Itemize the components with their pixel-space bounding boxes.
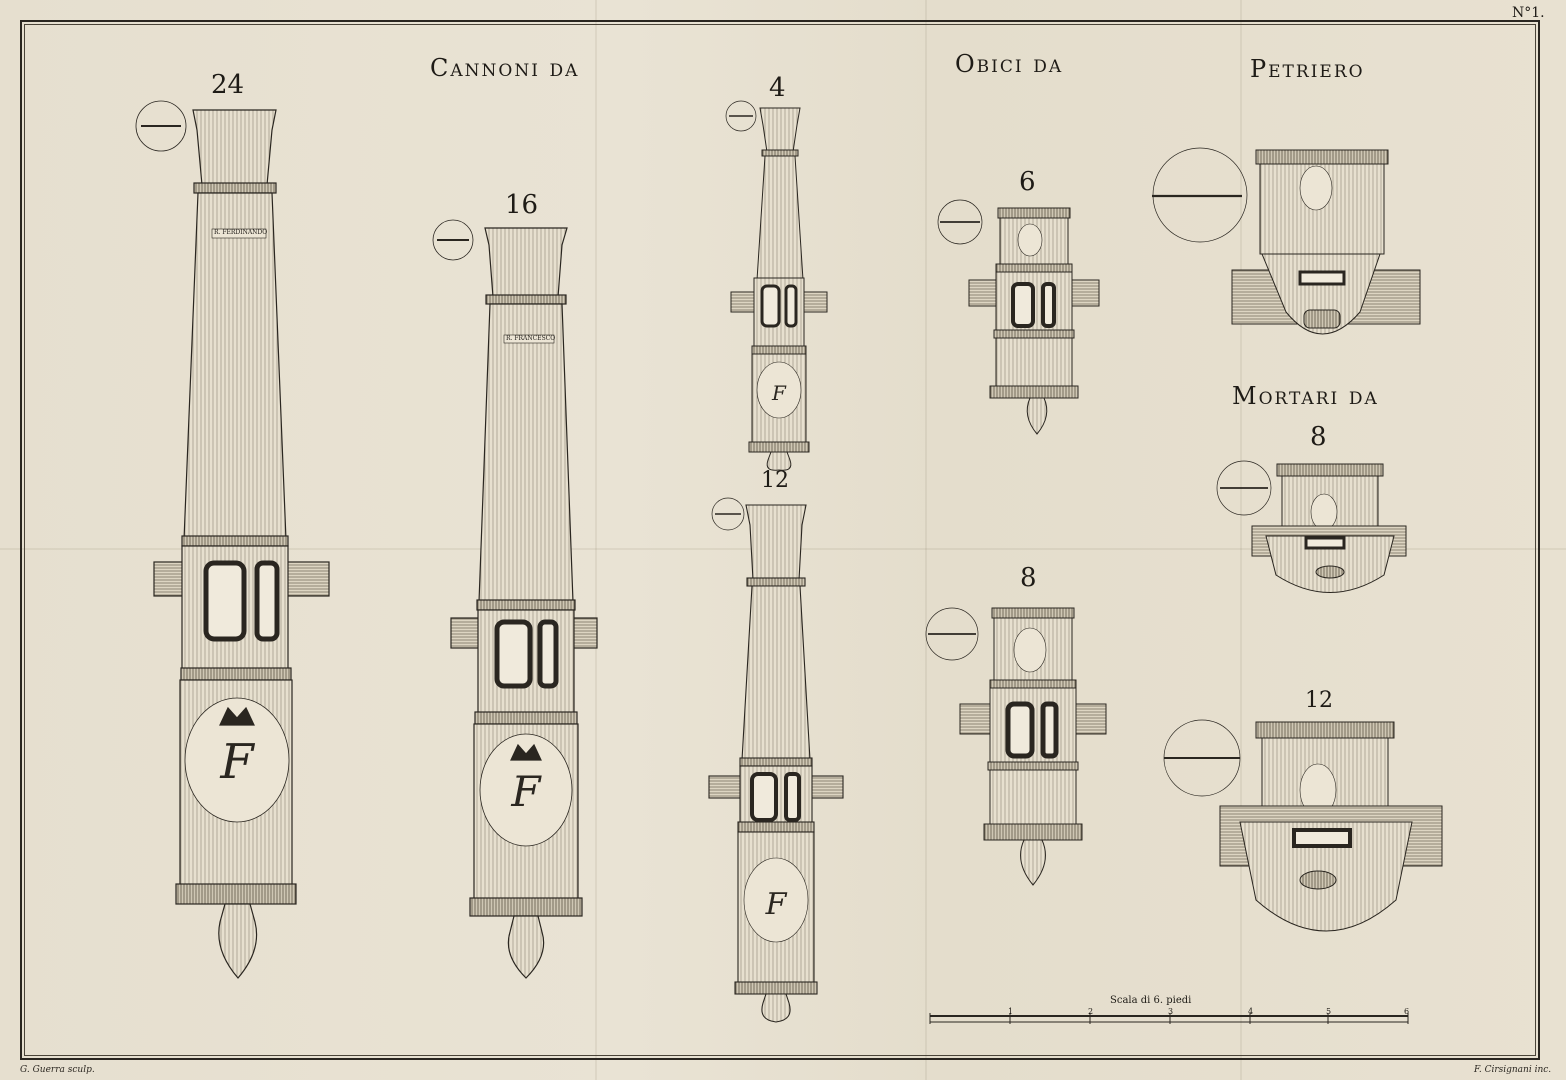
scale-bar — [929, 1013, 1409, 1024]
howitzer-6-drawing — [937, 199, 1100, 435]
scale-tick-6: 6 — [1404, 1007, 1410, 1016]
caliber-label-howitzer-8: 8 — [1020, 563, 1037, 593]
scale-tick-1: 1 — [1008, 1007, 1014, 1016]
caliber-label-cannon-16: 16 — [505, 190, 539, 220]
scale-tick-2: 2 — [1088, 1007, 1094, 1016]
inscription-cannon-16: R. FRANCESCO — [506, 335, 556, 342]
signature-left: G. Guerra sculp. — [20, 1065, 95, 1075]
svg-text:F: F — [510, 767, 542, 816]
cannon-24-drawing: F — [135, 100, 330, 979]
svg-text:F: F — [765, 887, 788, 922]
caliber-label-mortar-12: 12 — [1305, 688, 1333, 713]
mortar-12-drawing — [1163, 719, 1443, 932]
fold-line-vertical-3 — [1240, 0, 1242, 1080]
signature-right: F. Cirsignani inc. — [1474, 1065, 1552, 1075]
heading-mortari: Mortari da — [1232, 382, 1379, 410]
caliber-label-mortar-8: 8 — [1310, 422, 1327, 452]
plate-number: N°1. — [1512, 5, 1545, 21]
fold-line-vertical-1 — [595, 0, 597, 1080]
mortar-8-drawing — [1216, 460, 1407, 593]
inscription-cannon-24: R. FERDINANDO — [214, 229, 268, 236]
heading-cannoni: Cannoni da — [430, 54, 580, 82]
howitzer-8-drawing — [925, 607, 1107, 886]
caliber-label-cannon-24: 24 — [211, 70, 245, 100]
cannon-4-drawing: F — [725, 100, 828, 471]
fold-line-vertical-2 — [925, 0, 927, 1080]
scale-tick-4: 4 — [1248, 1007, 1254, 1016]
svg-text:F: F — [771, 381, 787, 405]
caliber-label-cannon-12: 12 — [761, 468, 789, 493]
plate-border-outer — [20, 20, 1540, 1060]
scale-tick-3: 3 — [1168, 1007, 1174, 1016]
scale-title: Scala di 6. piedi — [1110, 995, 1192, 1006]
plate-border-inner — [24, 24, 1536, 1056]
cannon-16-drawing: F — [432, 219, 598, 979]
scale-tick-5: 5 — [1326, 1007, 1332, 1016]
cannon-12-drawing: F — [708, 497, 844, 1023]
svg-text:F: F — [219, 734, 255, 790]
petriero-drawing — [1152, 147, 1421, 335]
caliber-label-cannon-4: 4 — [769, 73, 786, 103]
caliber-label-howitzer-6: 6 — [1019, 167, 1036, 197]
heading-obici: Obici da — [955, 50, 1064, 78]
heading-petriero: Petriero — [1250, 55, 1365, 83]
